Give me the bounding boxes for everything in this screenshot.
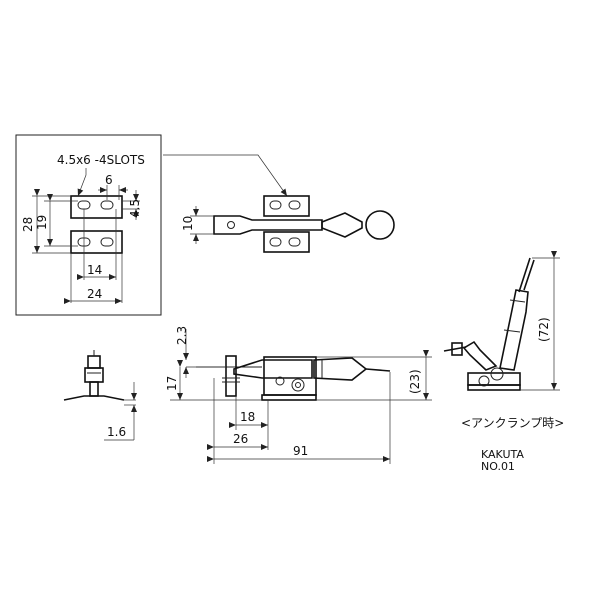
model-label: NO.01: [481, 460, 515, 473]
unclamp-handle: [499, 289, 529, 371]
handle-top: [321, 212, 363, 238]
handle-knob-top: [365, 210, 395, 240]
top-base-plate-lower: [263, 231, 310, 253]
dim-1-6-label: 1.6: [107, 425, 126, 439]
top-view: 10: [181, 195, 395, 253]
unclamp-caption: <アンクランプ時>: [461, 416, 564, 430]
dim-23-label: (23): [408, 369, 422, 394]
slot-detail-view: 4.5x6 -4SLOTS 6 4.5 28 19 14 24: [15, 134, 288, 316]
slot-leader: [163, 154, 288, 197]
detail-frame: [15, 134, 162, 316]
dim-14-label: 14: [87, 263, 102, 277]
base-plate-side: [261, 394, 317, 401]
dim-72-label: (72): [537, 317, 551, 342]
side-view: 2.3 17 (23) 18 26 91: [165, 326, 432, 464]
dim-28-label: 28: [21, 217, 35, 232]
dim-6-label: 6: [105, 173, 113, 187]
clamp-arm-side: [233, 359, 313, 379]
handle-side: [313, 357, 368, 381]
clamp-body-side: [263, 356, 317, 396]
dim-91-label: 91: [293, 444, 308, 458]
end-view-base: [63, 395, 125, 401]
unclamp-view: (72) <アンクランプ時>: [443, 251, 564, 430]
clamp-arm-top: [213, 215, 323, 235]
base-plate-upper: [70, 195, 123, 219]
spindle-hex: [225, 355, 237, 397]
base-plate-lower: [70, 230, 123, 254]
dim-4-5-label: 4.5: [128, 199, 142, 218]
dim-18-label: 18: [240, 410, 255, 424]
top-base-plate-upper: [263, 195, 310, 217]
dim-2-3-label: 2.3: [175, 326, 189, 345]
slot-callout-label: 4.5x6 -4SLOTS: [57, 153, 145, 167]
dim-17-label: 17: [165, 376, 179, 391]
maker-label: KAKUTA: [481, 448, 524, 461]
dim-10-label: 10: [181, 216, 195, 231]
unclamp-arm: [462, 340, 498, 371]
end-view: 1.6: [63, 350, 137, 441]
dim-19-label: 19: [35, 215, 49, 230]
dim-24-label: 24: [87, 287, 102, 301]
dim-26-label: 26: [233, 432, 248, 446]
